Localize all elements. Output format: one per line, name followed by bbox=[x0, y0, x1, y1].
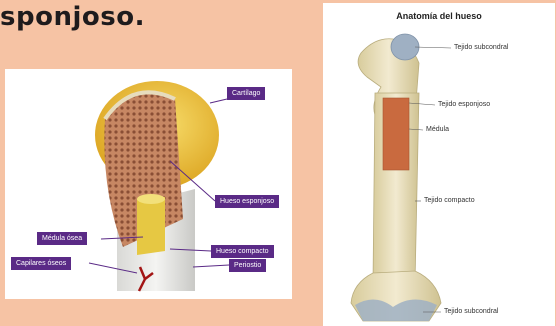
femur-illustration bbox=[323, 3, 555, 326]
label-spongy-bone: Hueso esponjoso bbox=[215, 195, 279, 208]
femoral-head-cartilage bbox=[391, 34, 419, 60]
bone-cross-section-panel: Cartílago Hueso esponjoso Médula ósea Hu… bbox=[5, 69, 292, 299]
label-marrow: Médula bbox=[426, 126, 449, 133]
label-compact-tissue: Tejido compacto bbox=[424, 197, 475, 204]
label-capillaries: Capilares óseos bbox=[11, 257, 71, 270]
label-spongy-tissue: Tejido esponjoso bbox=[438, 101, 490, 108]
label-cartilage: Cartílago bbox=[227, 87, 265, 100]
label-periosteum: Periostio bbox=[229, 259, 266, 272]
marrow-cavity bbox=[137, 197, 165, 255]
label-bone-marrow: Médula ósea bbox=[37, 232, 87, 245]
femur-anatomy-panel: Anatomía del hueso Tejido subcondral Tej… bbox=[323, 3, 555, 326]
femur-marrow bbox=[383, 98, 409, 170]
label-compact-bone: Hueso compacto bbox=[211, 245, 274, 258]
label-subchondral-top: Tejido subcondral bbox=[454, 44, 508, 51]
section-heading: sponjoso. bbox=[0, 2, 145, 32]
label-subchondral-bottom: Tejido subcondral bbox=[444, 308, 498, 315]
